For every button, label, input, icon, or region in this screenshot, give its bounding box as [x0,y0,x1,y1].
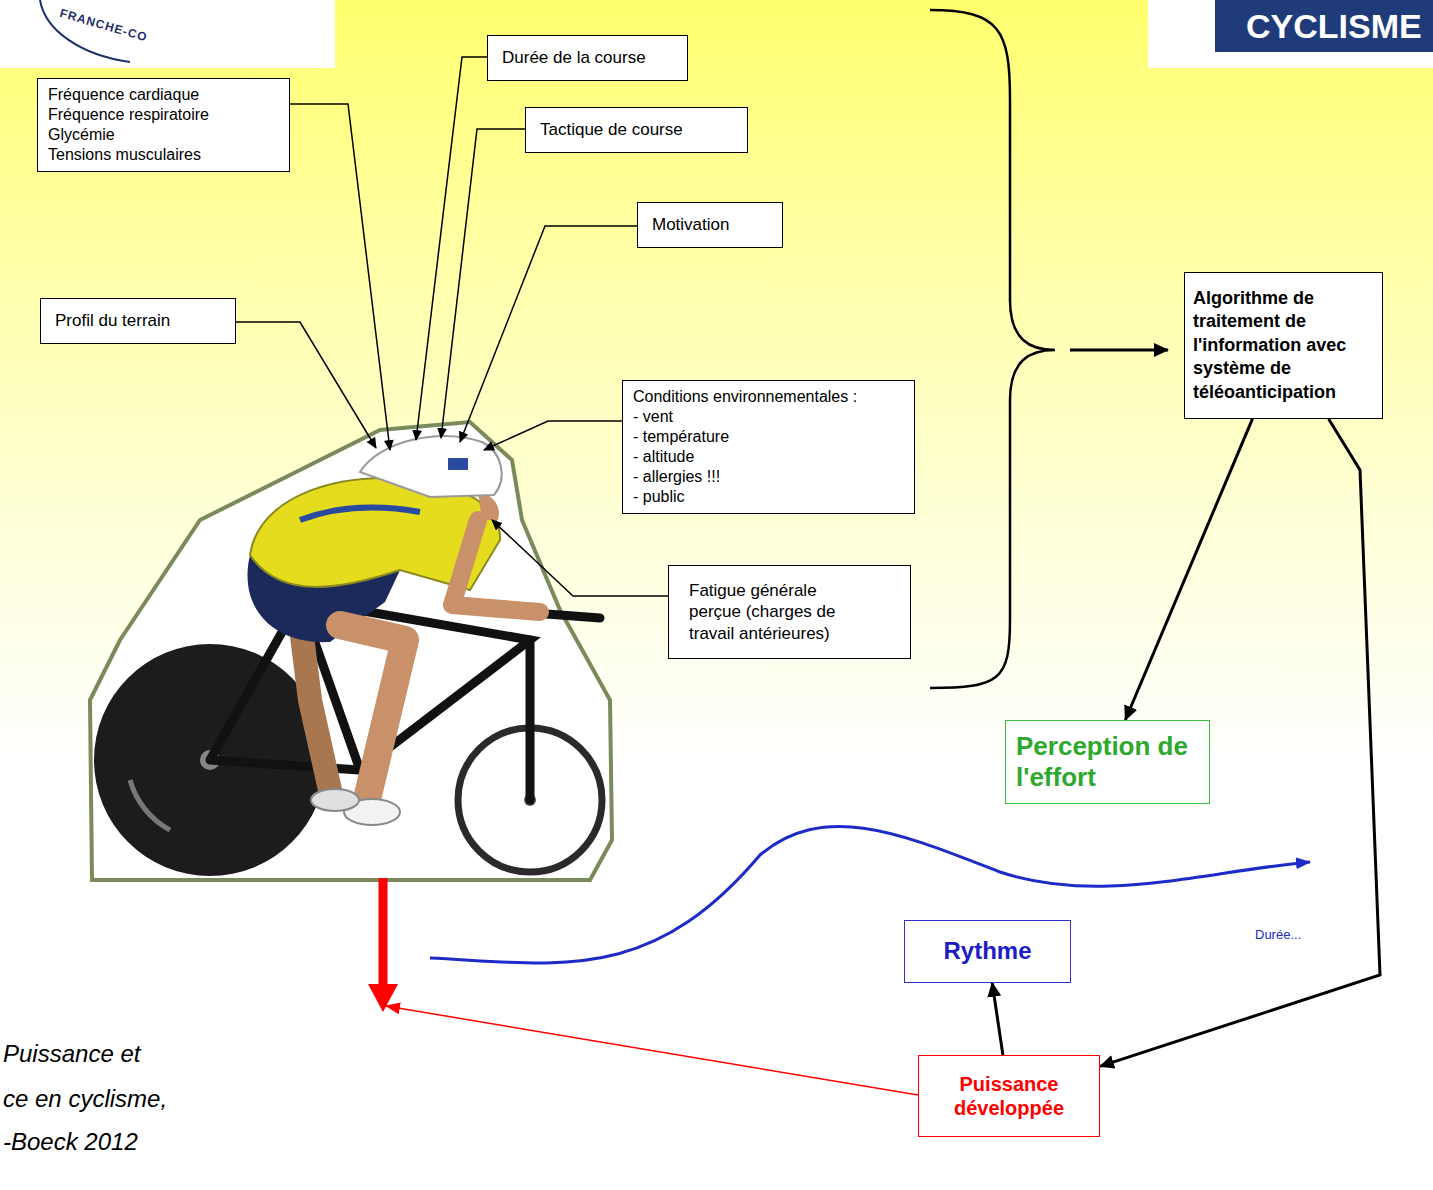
power-feedback-arrow [386,1006,918,1095]
factor-box: Fatigue générale perçue (charges de trav… [668,565,911,659]
box-text: Fréquence respiratoire [48,105,279,125]
logo-text: CYCLISME [1246,7,1422,46]
flow-arrow [1125,419,1252,720]
box-text: Durée de la course [502,48,673,68]
box-text: - altitude [633,447,904,467]
brace-arrow [1070,349,1168,352]
factor-box: Fréquence cardiaqueFréquence respiratoir… [37,78,290,172]
axis-label: Durée... [1255,927,1301,942]
front-leg [340,625,405,795]
factor-box: Conditions environnementales :- vent- te… [622,380,915,514]
box-text: Profil du terrain [55,311,221,331]
box-text: Motivation [652,215,768,235]
box-text: - température [633,427,904,447]
box-text: Fatigue générale perçue (charges de trav… [689,580,860,644]
wheel-mark [130,780,170,830]
aero-helmet [360,436,502,497]
leader-arrow [460,226,637,442]
output-box: Rythme [904,920,1071,983]
factor-box: Tactique de course [525,107,748,153]
output-box: Perception de l'effort [1005,720,1210,804]
box-text: Puissance développée [929,1072,1089,1120]
jersey-stripe [300,507,420,520]
power-arrow-shaft [379,878,388,986]
back-leg [300,620,330,790]
box-text: Fréquence cardiaque [48,85,279,105]
box-text: - vent [633,407,904,427]
pace-curve [430,826,1310,963]
citation: ce en cyclisme, [3,1085,167,1113]
box-text: - public [633,487,904,507]
citation: Puissance et [3,1040,140,1068]
leader-arrow [236,322,376,448]
factor-box: Motivation [637,202,783,248]
factor-box: Profil du terrain [40,298,236,344]
leader-arrow [416,57,487,440]
box-text: - allergies !!! [633,467,904,487]
logo-panel [0,0,335,68]
box-text: Glycémie [48,125,279,145]
logo-text: FRANCHE-CO [58,6,149,44]
box-text: Algorithme de traitement de l'informatio… [1193,287,1374,404]
flow-arrow [992,983,1003,1055]
bike-frame [210,600,600,800]
box-text: Perception de l'effort [1016,731,1199,793]
curly-brace [930,10,1055,688]
arm [452,520,540,612]
box-text: Tensions musculaires [48,145,279,165]
leader-arrow [492,520,668,596]
logo-panel [1148,0,1433,68]
process-box: Algorithme de traitement de l'informatio… [1184,272,1383,419]
box-text: Rythme [915,937,1060,966]
leader-arrow [484,421,622,450]
box-text: Tactique de course [540,120,733,140]
leader-arrow [290,104,390,450]
citation: -Boeck 2012 [3,1128,138,1156]
logo-banner [1215,0,1433,52]
cyclist-picture [90,422,612,880]
leader-arrow [441,129,525,438]
fork [526,640,535,800]
factor-box: Durée de la course [487,35,688,81]
output-box: Puissance développée [918,1055,1100,1137]
shoe [311,789,359,811]
box-text: Conditions environnementales : [633,387,904,407]
helmet-logo [448,458,468,470]
photo-ground [90,422,612,880]
